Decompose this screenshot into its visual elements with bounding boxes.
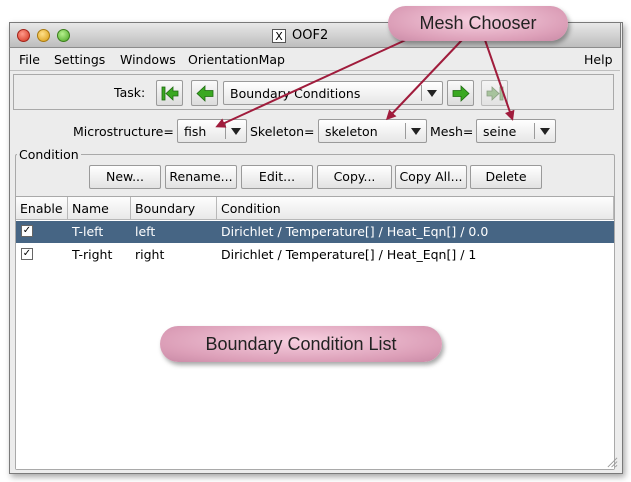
bc-list-callout: Boundary Condition List bbox=[160, 326, 442, 362]
condition-group bbox=[15, 154, 615, 470]
menu-bar: File Settings Windows OrientationMap Hel… bbox=[10, 48, 620, 71]
copy-all-button[interactable]: Copy All... bbox=[395, 165, 467, 189]
chevron-down-icon bbox=[411, 128, 421, 135]
chevron-down-icon bbox=[231, 128, 241, 135]
first-task-button[interactable] bbox=[156, 80, 183, 106]
condition-group-label: Condition bbox=[17, 147, 81, 162]
edit-button[interactable]: Edit... bbox=[241, 165, 313, 189]
row-boundary: left bbox=[135, 224, 156, 239]
window-title: OOF2 bbox=[292, 28, 329, 43]
row-name: T-right bbox=[72, 247, 113, 262]
right-arrow-icon bbox=[452, 85, 470, 102]
table-row[interactable]: ✓ T-right right Dirichlet / Temperature[… bbox=[16, 244, 614, 266]
new-button[interactable]: New... bbox=[89, 165, 161, 189]
menu-help[interactable]: Help bbox=[584, 52, 613, 67]
chevron-down-icon bbox=[540, 128, 550, 135]
row-name: T-left bbox=[72, 224, 104, 239]
minimize-window-icon[interactable] bbox=[37, 29, 50, 42]
mesh-chooser-callout: Mesh Chooser bbox=[388, 6, 568, 41]
column-header-boundary[interactable]: Boundary bbox=[131, 197, 217, 220]
menu-settings[interactable]: Settings bbox=[54, 52, 106, 67]
mesh-value: seine bbox=[483, 124, 517, 139]
menu-file[interactable]: File bbox=[19, 52, 40, 67]
arrow-to-skeleton bbox=[385, 39, 463, 121]
skeleton-value: skeleton bbox=[325, 124, 378, 139]
microstructure-value: fish bbox=[184, 124, 207, 139]
mesh-selector[interactable]: seine bbox=[476, 119, 556, 143]
row-boundary: right bbox=[135, 247, 165, 262]
next-task-button[interactable] bbox=[447, 80, 474, 106]
row-condition: Dirichlet / Temperature[] / Heat_Eqn[] /… bbox=[221, 247, 477, 262]
task-selector[interactable]: Boundary Conditions bbox=[223, 81, 443, 105]
menu-orientationmap[interactable]: OrientationMap bbox=[188, 52, 285, 67]
close-window-icon[interactable] bbox=[17, 29, 30, 42]
first-arrow-icon bbox=[161, 86, 179, 101]
mesh-label: Mesh= bbox=[430, 124, 474, 139]
arrow-to-microstructure bbox=[215, 37, 411, 128]
column-header-name[interactable]: Name bbox=[68, 197, 131, 220]
copy-button[interactable]: Copy... bbox=[317, 165, 392, 189]
delete-button[interactable]: Delete bbox=[470, 165, 542, 189]
x11-icon: X bbox=[272, 29, 286, 43]
maximize-window-icon[interactable] bbox=[57, 29, 70, 42]
skeleton-label: Skeleton= bbox=[250, 124, 315, 139]
enable-checkbox[interactable]: ✓ bbox=[21, 225, 33, 237]
chevron-down-icon bbox=[427, 90, 437, 97]
column-header-enable[interactable]: Enable bbox=[16, 197, 68, 220]
resize-grip-icon[interactable] bbox=[606, 456, 618, 468]
task-label: Task: bbox=[114, 85, 146, 100]
skeleton-selector[interactable]: skeleton bbox=[318, 119, 427, 143]
row-condition: Dirichlet / Temperature[] / Heat_Eqn[] /… bbox=[221, 224, 489, 239]
microstructure-label: Microstructure= bbox=[73, 124, 174, 139]
column-header-condition[interactable]: Condition bbox=[217, 197, 614, 220]
menu-windows[interactable]: Windows bbox=[120, 52, 176, 67]
prev-task-button[interactable] bbox=[191, 80, 218, 106]
task-value: Boundary Conditions bbox=[230, 86, 361, 101]
table-row[interactable]: ✓ T-left left Dirichlet / Temperature[] … bbox=[16, 221, 614, 243]
enable-checkbox[interactable]: ✓ bbox=[21, 248, 33, 260]
arrow-to-mesh bbox=[484, 39, 515, 121]
left-arrow-icon bbox=[196, 85, 214, 102]
rename-button[interactable]: Rename... bbox=[165, 165, 237, 189]
microstructure-selector[interactable]: fish bbox=[177, 119, 247, 143]
